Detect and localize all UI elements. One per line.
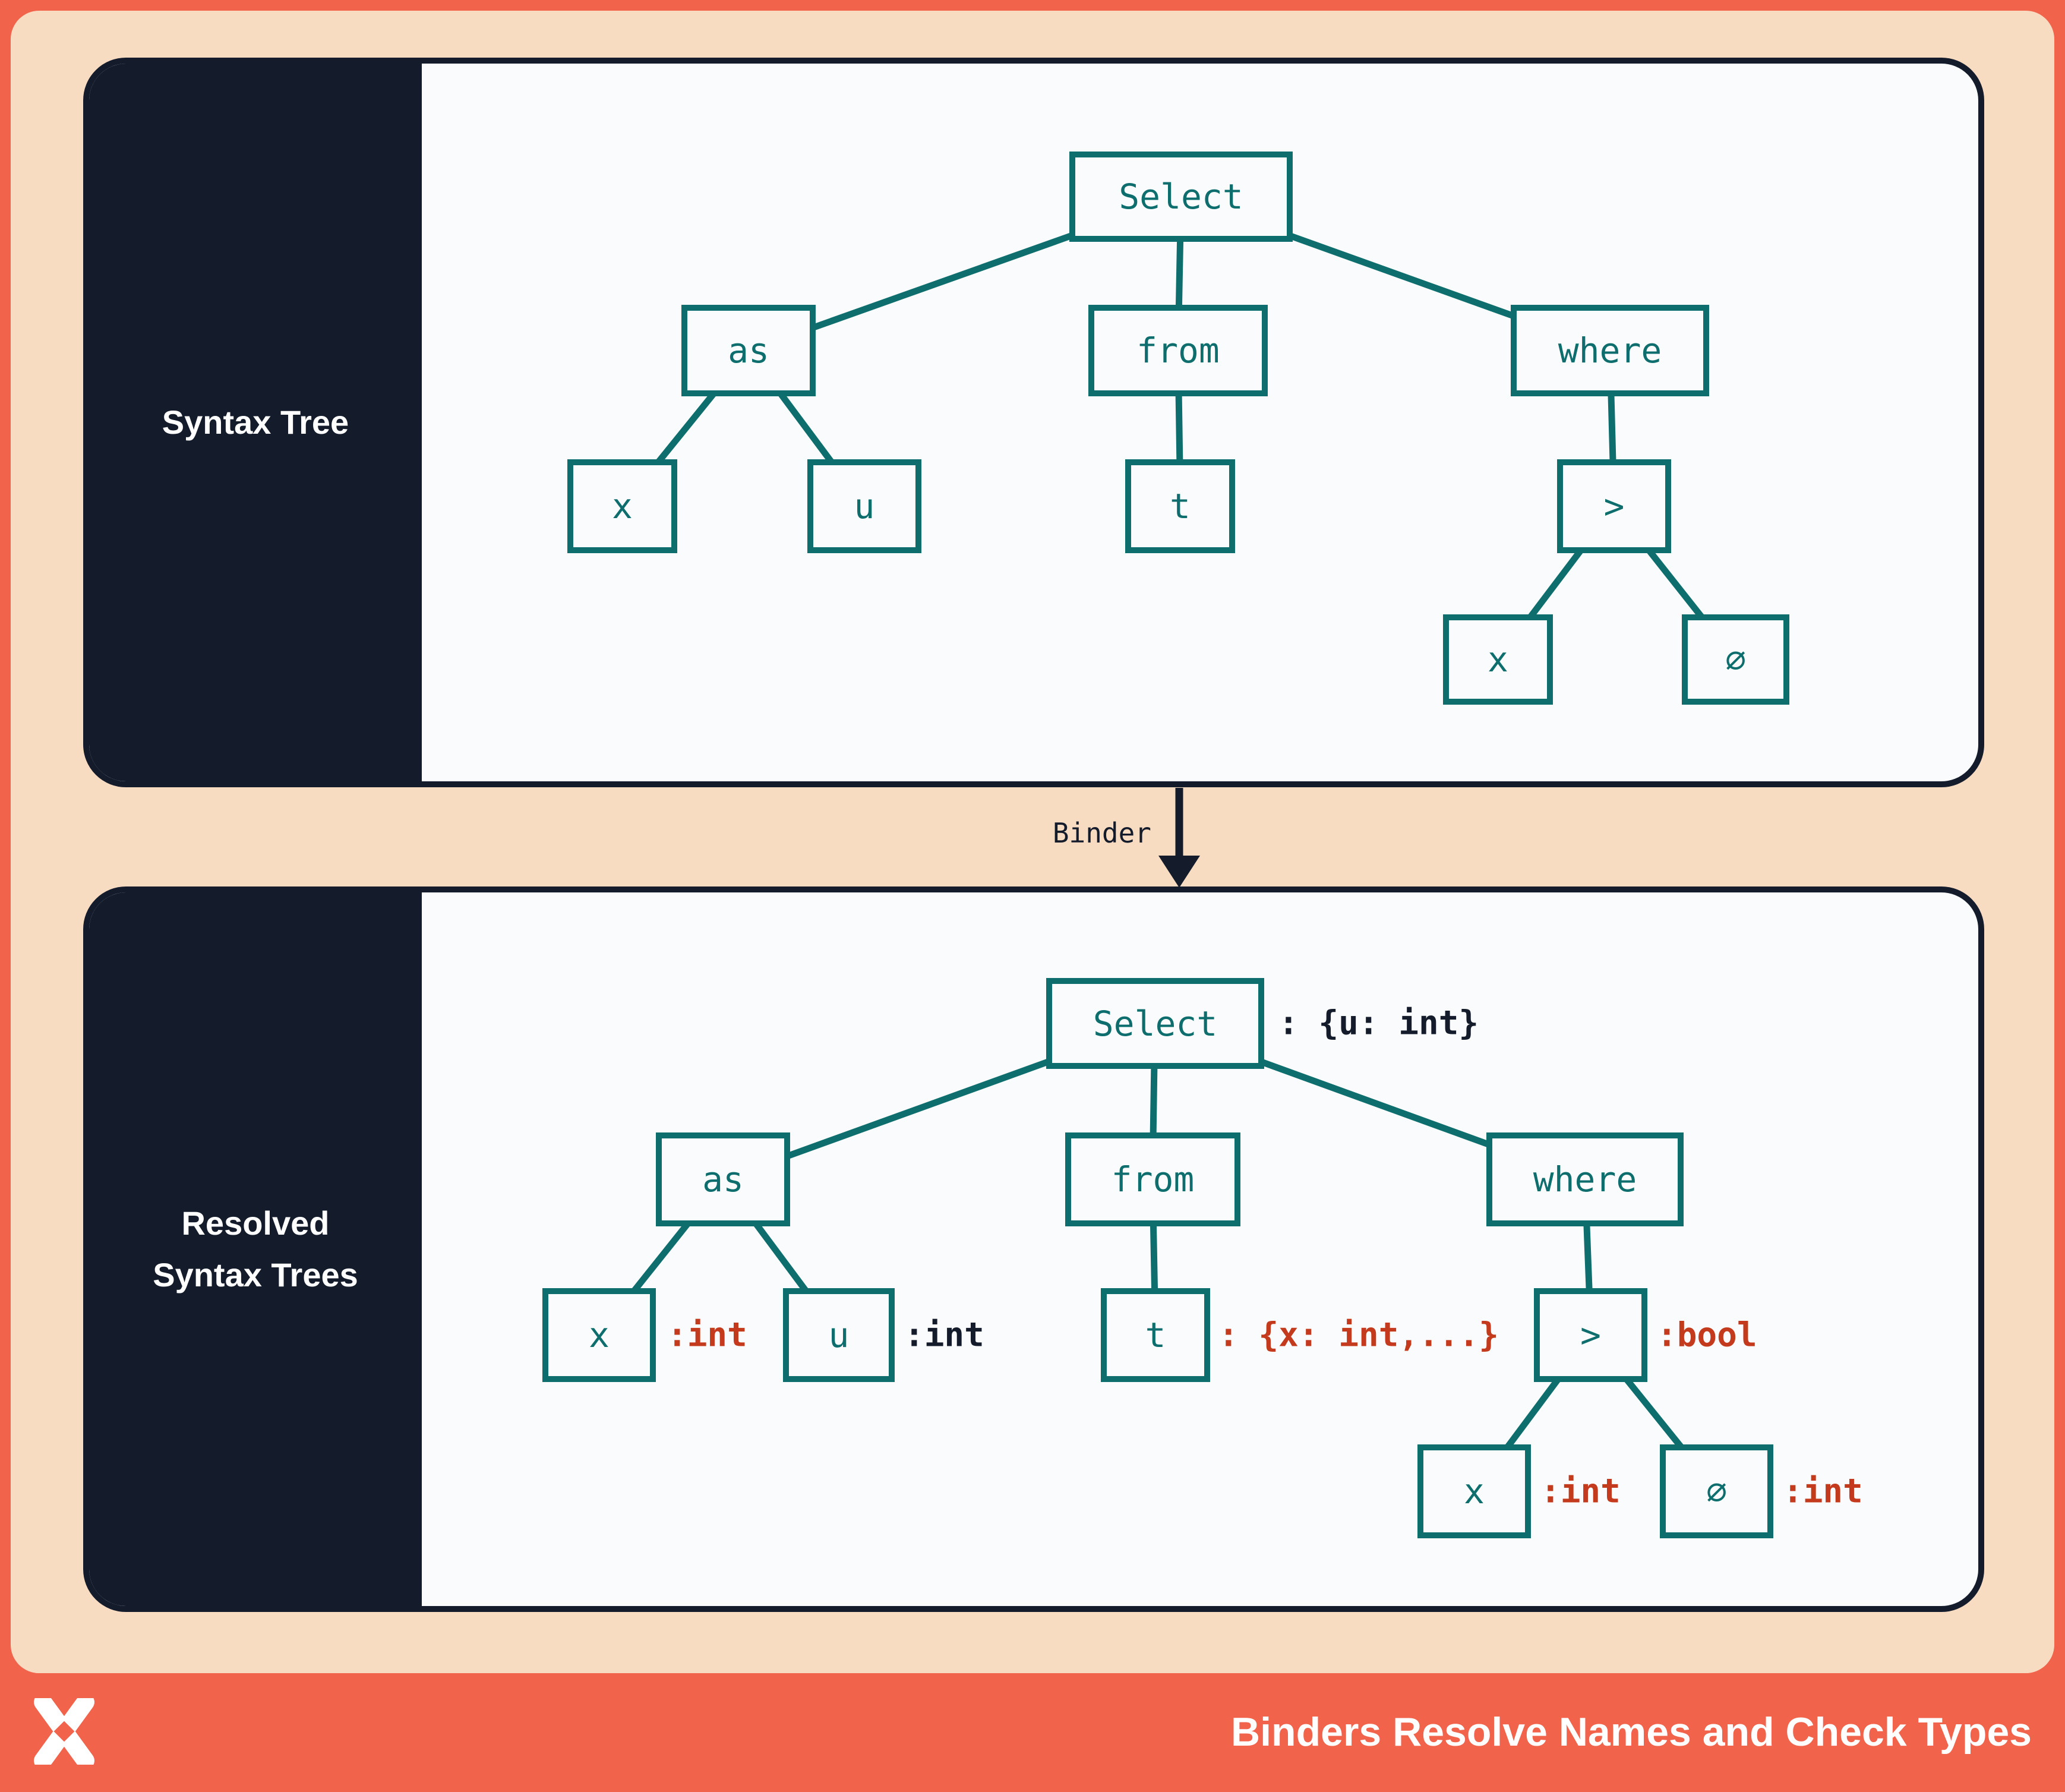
node-select-resolved: Select	[1046, 978, 1264, 1069]
node-x-left: x	[567, 459, 677, 553]
node-u-resolved: u	[783, 1288, 895, 1382]
node-t: t	[1125, 459, 1235, 553]
node-zero: ∅	[1682, 614, 1789, 705]
syntax-tree-title: Syntax Tree	[162, 403, 349, 441]
node-select: Select	[1069, 152, 1293, 242]
syntax-tree-panel: Syntax Tree	[83, 58, 1984, 787]
node-zero-resolved: ∅	[1660, 1444, 1773, 1538]
type-annotation-u: :int	[904, 1315, 984, 1355]
node-as: as	[681, 305, 816, 396]
banner-title: Binders Resolve Names and Check Types	[1231, 1709, 2032, 1755]
node-gt-resolved: >	[1534, 1288, 1647, 1382]
node-where-resolved: where	[1486, 1132, 1684, 1226]
resolved-syntax-trees-sidebar: Resolved Syntax Trees	[89, 892, 422, 1606]
type-annotation-gt: :bool	[1657, 1315, 1757, 1355]
node-x-left-resolved: x	[542, 1288, 656, 1382]
node-from-resolved: from	[1065, 1132, 1240, 1226]
node-u: u	[807, 459, 921, 553]
type-annotation-x-left: :int	[667, 1315, 747, 1355]
x-logo-icon	[34, 1698, 94, 1765]
node-where: where	[1511, 305, 1709, 396]
node-x-right-resolved: x	[1417, 1444, 1531, 1538]
type-annotation-x-right: :int	[1540, 1472, 1621, 1511]
node-t-resolved: t	[1101, 1288, 1210, 1382]
syntax-tree-sidebar: Syntax Tree	[89, 64, 422, 781]
node-x-right: x	[1443, 614, 1553, 705]
type-annotation-select: : {u: int}	[1278, 1004, 1479, 1043]
node-as-resolved: as	[656, 1132, 790, 1226]
node-from: from	[1088, 305, 1268, 396]
type-annotation-zero: :int	[1783, 1472, 1863, 1511]
binder-label: Binder	[1052, 817, 1151, 849]
type-annotation-t: : {x: int,...}	[1218, 1315, 1499, 1355]
node-gt: >	[1557, 459, 1671, 553]
resolved-syntax-trees-title: Resolved Syntax Trees	[153, 1204, 358, 1293]
